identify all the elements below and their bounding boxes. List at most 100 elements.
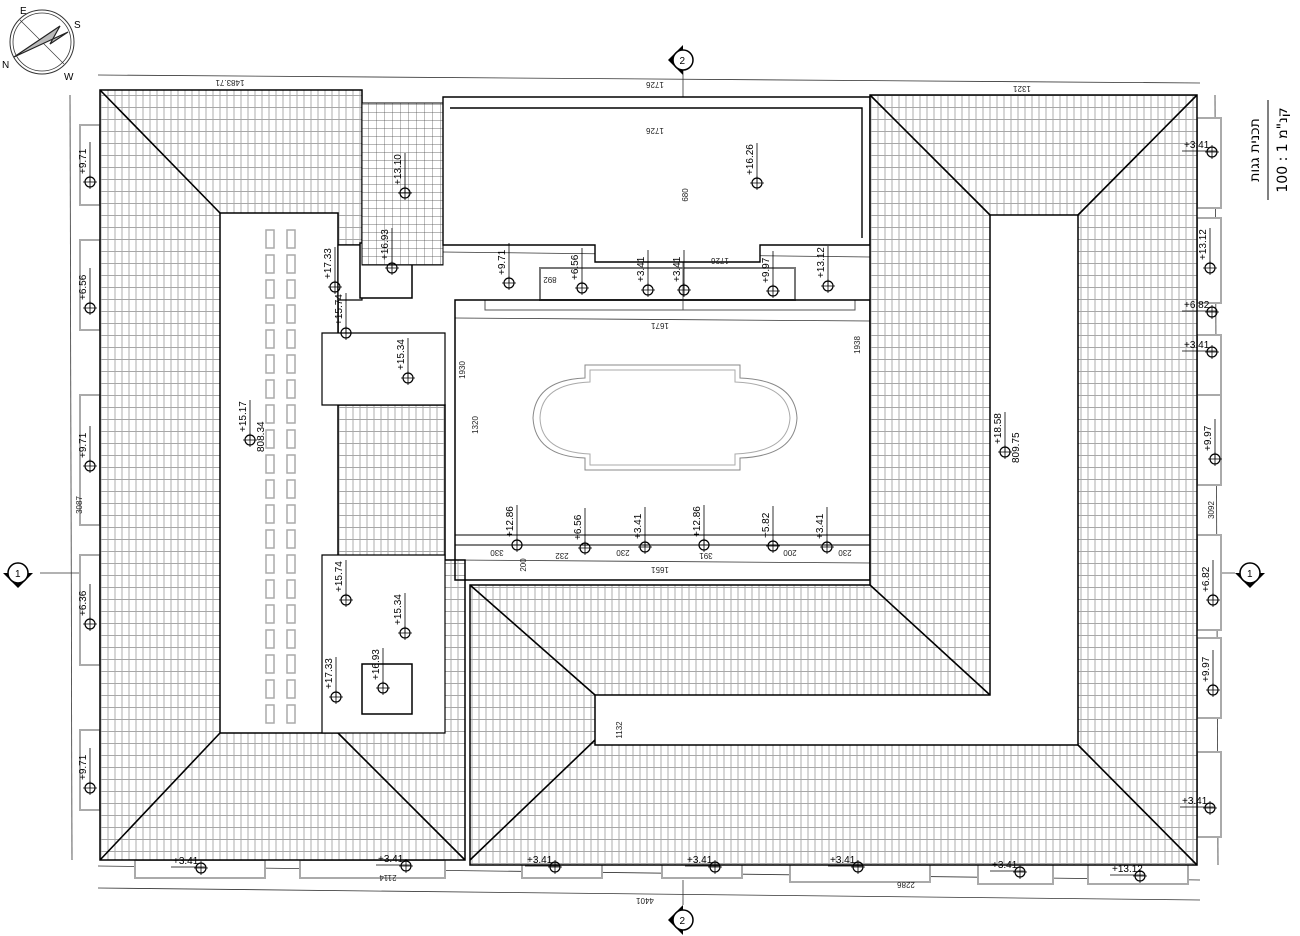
skylight <box>286 604 296 624</box>
elevation-label: +16.26 <box>745 144 756 175</box>
dimension-label: 1651 <box>651 565 669 574</box>
elevation-label: +12.86 <box>505 506 516 537</box>
elevation-marker: +3.41 <box>376 854 413 873</box>
skylight <box>265 404 275 424</box>
elevation-label: +3.41 <box>687 855 713 866</box>
elevation-label: +13.12 <box>816 247 827 278</box>
elevation-label: +6.56 <box>573 514 584 540</box>
elevation-label: +9.71 <box>497 249 508 275</box>
elevation-marker: +9.97 <box>761 251 780 298</box>
elevation-label: +9.97 <box>1203 425 1214 451</box>
skylight <box>286 229 296 249</box>
skylight <box>265 229 275 249</box>
elevation-label: +6.82 <box>1184 300 1210 311</box>
dimension-label: 391 <box>699 551 713 560</box>
elevation-label: +13.12 <box>1198 229 1209 260</box>
skylight <box>286 579 296 599</box>
elevation-marker: +16.93 <box>380 228 399 275</box>
skylight <box>265 579 275 599</box>
dimension-label: 1483.71 <box>215 78 244 87</box>
dimension-label: 1726 <box>646 126 664 135</box>
dimension-label: 2286 <box>897 880 915 889</box>
skylight <box>265 604 275 624</box>
elevation-label: +3.41 <box>378 854 404 865</box>
elevation-label: +6.56 <box>78 274 89 300</box>
elevation-marker: +13.12 <box>1110 864 1147 883</box>
elevation-marker: +17.33 <box>323 247 342 294</box>
skylight <box>286 354 296 374</box>
elevation-marker: +3.41 <box>685 855 722 874</box>
elevation-marker: +12.86 <box>505 505 524 552</box>
elevation-marker: +15.74 <box>334 293 353 340</box>
elevation-marker: +5.82 <box>761 506 780 553</box>
skylight <box>265 704 275 724</box>
dimension-label: 230 <box>616 548 630 557</box>
pool-outline <box>532 364 798 471</box>
elevation-marker: +3.41 <box>1180 796 1217 815</box>
dimension-label: 3087 <box>75 496 84 514</box>
elevation-marker: +3.41 <box>1182 340 1219 359</box>
elevation-marker: +13.12 <box>1198 228 1217 275</box>
skylight <box>286 454 296 474</box>
dimension-label: 1938 <box>853 336 862 354</box>
elevation-marker: +3.41 <box>672 250 691 297</box>
axis-marker-bottom: 2 <box>668 905 694 935</box>
skylight <box>286 554 296 574</box>
elevation-marker: +17.33 <box>324 657 343 704</box>
elevation-label: +5.82 <box>761 512 772 538</box>
skylight <box>286 654 296 674</box>
skylight-rows-left <box>265 229 296 724</box>
elevation-marker: +13.10 <box>393 153 412 200</box>
elevation-marker: +3.41 <box>525 855 562 874</box>
skylight <box>286 529 296 549</box>
dimension-label: 232 <box>555 551 569 560</box>
elevation-marker: +9.97 <box>1201 650 1220 697</box>
drawing-scale: קנ"מ 1 : 100 <box>1275 107 1291 192</box>
elevation-marker: +6.56 <box>573 508 592 555</box>
skylight <box>265 454 275 474</box>
elevation-label: +3.41 <box>815 513 826 539</box>
skylight <box>286 379 296 399</box>
elevation-label: +9.71 <box>78 754 89 780</box>
dimension-label: 200 <box>783 548 797 557</box>
elevation-marker: +3.41 <box>636 250 655 297</box>
elevation-marker: +3.41 <box>1182 140 1219 159</box>
skylight <box>265 629 275 649</box>
elevation-marker: +6.56 <box>570 248 589 295</box>
dimension-label: 230 <box>838 548 852 557</box>
grid-terrace <box>361 102 444 266</box>
elevation-marker: +12.86 <box>692 505 711 552</box>
elevation-label: +15.17 <box>238 401 249 432</box>
absolute-elevation-label: 808.34 <box>256 421 267 452</box>
elevation-marker: +15.34 <box>396 338 415 385</box>
dimension-label: 2114 <box>379 873 397 882</box>
compass-letter-e: E <box>20 6 27 17</box>
skylight <box>286 504 296 524</box>
dimension-label: 330 <box>490 548 504 557</box>
axis-label: 1 <box>1247 569 1253 580</box>
elevation-marker: +3.41 <box>633 507 652 554</box>
right-wing-roof <box>469 94 1198 866</box>
elevation-label: +3.41 <box>992 860 1018 871</box>
elevation-marker: +3.41 <box>990 860 1027 879</box>
skylight <box>265 279 275 299</box>
skylight <box>286 329 296 349</box>
compass-letter-s: S <box>74 20 81 31</box>
elevation-marker: +3.41 <box>815 507 834 554</box>
elevation-label: +3.41 <box>527 855 553 866</box>
elevation-label: +3.41 <box>1184 340 1210 351</box>
skylight <box>265 429 275 449</box>
dimension-label: 200 <box>519 558 528 572</box>
skylight <box>286 404 296 424</box>
dimension-label: 1726 <box>711 256 729 265</box>
skylight <box>265 479 275 499</box>
skylight <box>286 679 296 699</box>
elevation-markers: +13.10 +16.93 +15.74 +15.34 +17.33 +16.26 +9.7… <box>78 140 1222 883</box>
elevation-label: +3.41 <box>1182 796 1208 807</box>
elevation-marker: +3.41 <box>171 856 208 875</box>
skylight <box>265 379 275 399</box>
skylight <box>265 529 275 549</box>
elevation-marker: +15.17 <box>238 400 257 447</box>
elevation-marker: +9.71 <box>78 426 97 473</box>
